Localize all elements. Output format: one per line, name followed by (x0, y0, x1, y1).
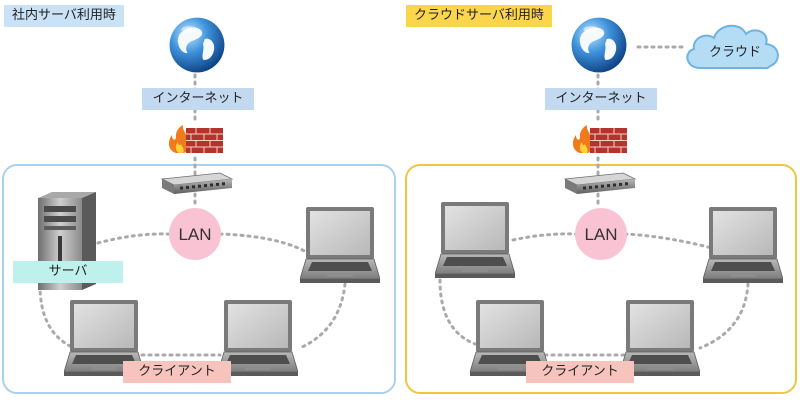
client-label: クライアント (526, 361, 634, 383)
laptop-icon (435, 202, 515, 278)
laptop-icon (300, 207, 380, 283)
network-switch-icon (161, 172, 233, 195)
internet-globe-icon (169, 17, 225, 73)
network-switch-icon (564, 172, 636, 195)
lan-label: LAN (584, 225, 617, 244)
laptop-icon (703, 207, 783, 283)
cloud-label: クラウド (709, 45, 761, 60)
internet-label: インターネット (142, 88, 254, 110)
lan-circle (575, 208, 627, 260)
firewall-icon (572, 124, 628, 154)
client-label: クライアント (123, 361, 231, 383)
server-label: サーバ (13, 261, 123, 283)
lan-label: LAN (178, 225, 211, 244)
left-network-frame (2, 164, 396, 394)
right-title: クラウドサーバ利用時 (406, 5, 552, 27)
right-connection-lines (438, 45, 750, 357)
right-network-frame (405, 164, 797, 394)
lan-circle (169, 208, 221, 260)
left-title: 社内サーバ利用時 (4, 5, 124, 27)
internet-label: インターネット (545, 88, 657, 110)
internet-globe-icon (571, 17, 627, 73)
cloud-icon (686, 24, 779, 70)
firewall-icon (168, 124, 224, 154)
